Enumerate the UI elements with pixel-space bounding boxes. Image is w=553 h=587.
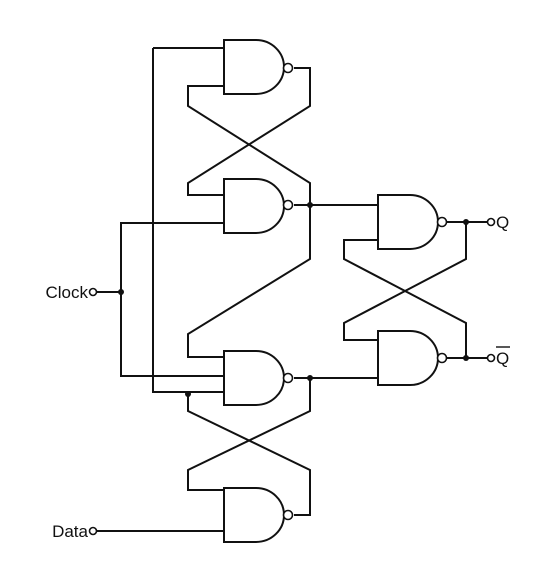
- nand-gate-1-bubble: [282, 62, 294, 74]
- nand-gate-3-bubble: [282, 372, 294, 384]
- wire-g5-feedback: [343, 222, 467, 341]
- nand-gate-1: [223, 39, 294, 95]
- nand-gate-3: [223, 350, 294, 406]
- junction-dot: [463, 355, 469, 361]
- nand-gate-4-bubble: [282, 509, 294, 521]
- wires: [96, 47, 488, 532]
- nand-gate-1-body: [223, 39, 285, 95]
- wire-g1-top-rail: [152, 48, 224, 393]
- data-terminal[interactable]: [88, 526, 98, 536]
- junction-dot: [185, 391, 191, 397]
- wire-g6-feedback: [343, 239, 467, 358]
- junction-dot: [307, 202, 313, 208]
- nand-gate-5-bubble: [436, 216, 448, 228]
- wire-g1-input-bottom: [187, 85, 311, 205]
- q-label: Q: [496, 213, 509, 232]
- nand-gate-4-body: [223, 487, 285, 543]
- q-bar-terminal[interactable]: [486, 353, 496, 363]
- nand-gate-6-body: [377, 330, 439, 386]
- nand-gate-5-body: [377, 194, 439, 250]
- nand-gate-4: [223, 487, 294, 543]
- nand-gate-2: [223, 178, 294, 234]
- clock-terminal[interactable]: [88, 287, 98, 297]
- wire-g2-output-down: [187, 205, 311, 358]
- nand-gate-6: [377, 330, 448, 386]
- nand-gate-2-body: [223, 178, 285, 234]
- data-label: Data: [52, 522, 88, 541]
- clock-label: Clock: [45, 283, 88, 302]
- nand-gate-5: [377, 194, 448, 250]
- junction-dot: [463, 219, 469, 225]
- wire-clock-to-g2: [120, 222, 224, 377]
- junction-dot: [118, 289, 124, 295]
- q-bar-label: Q: [496, 349, 509, 368]
- wire-g3-output-up: [187, 378, 311, 491]
- nand-gate-3-body: [223, 350, 285, 406]
- nand-gate-6-bubble: [436, 352, 448, 364]
- q-terminal[interactable]: [486, 217, 496, 227]
- nand-gate-2-bubble: [282, 199, 294, 211]
- junctions: [118, 202, 469, 397]
- wire-g4-output-loop: [187, 394, 311, 516]
- junction-dot: [307, 375, 313, 381]
- wire-g1-output-loop: [187, 67, 311, 196]
